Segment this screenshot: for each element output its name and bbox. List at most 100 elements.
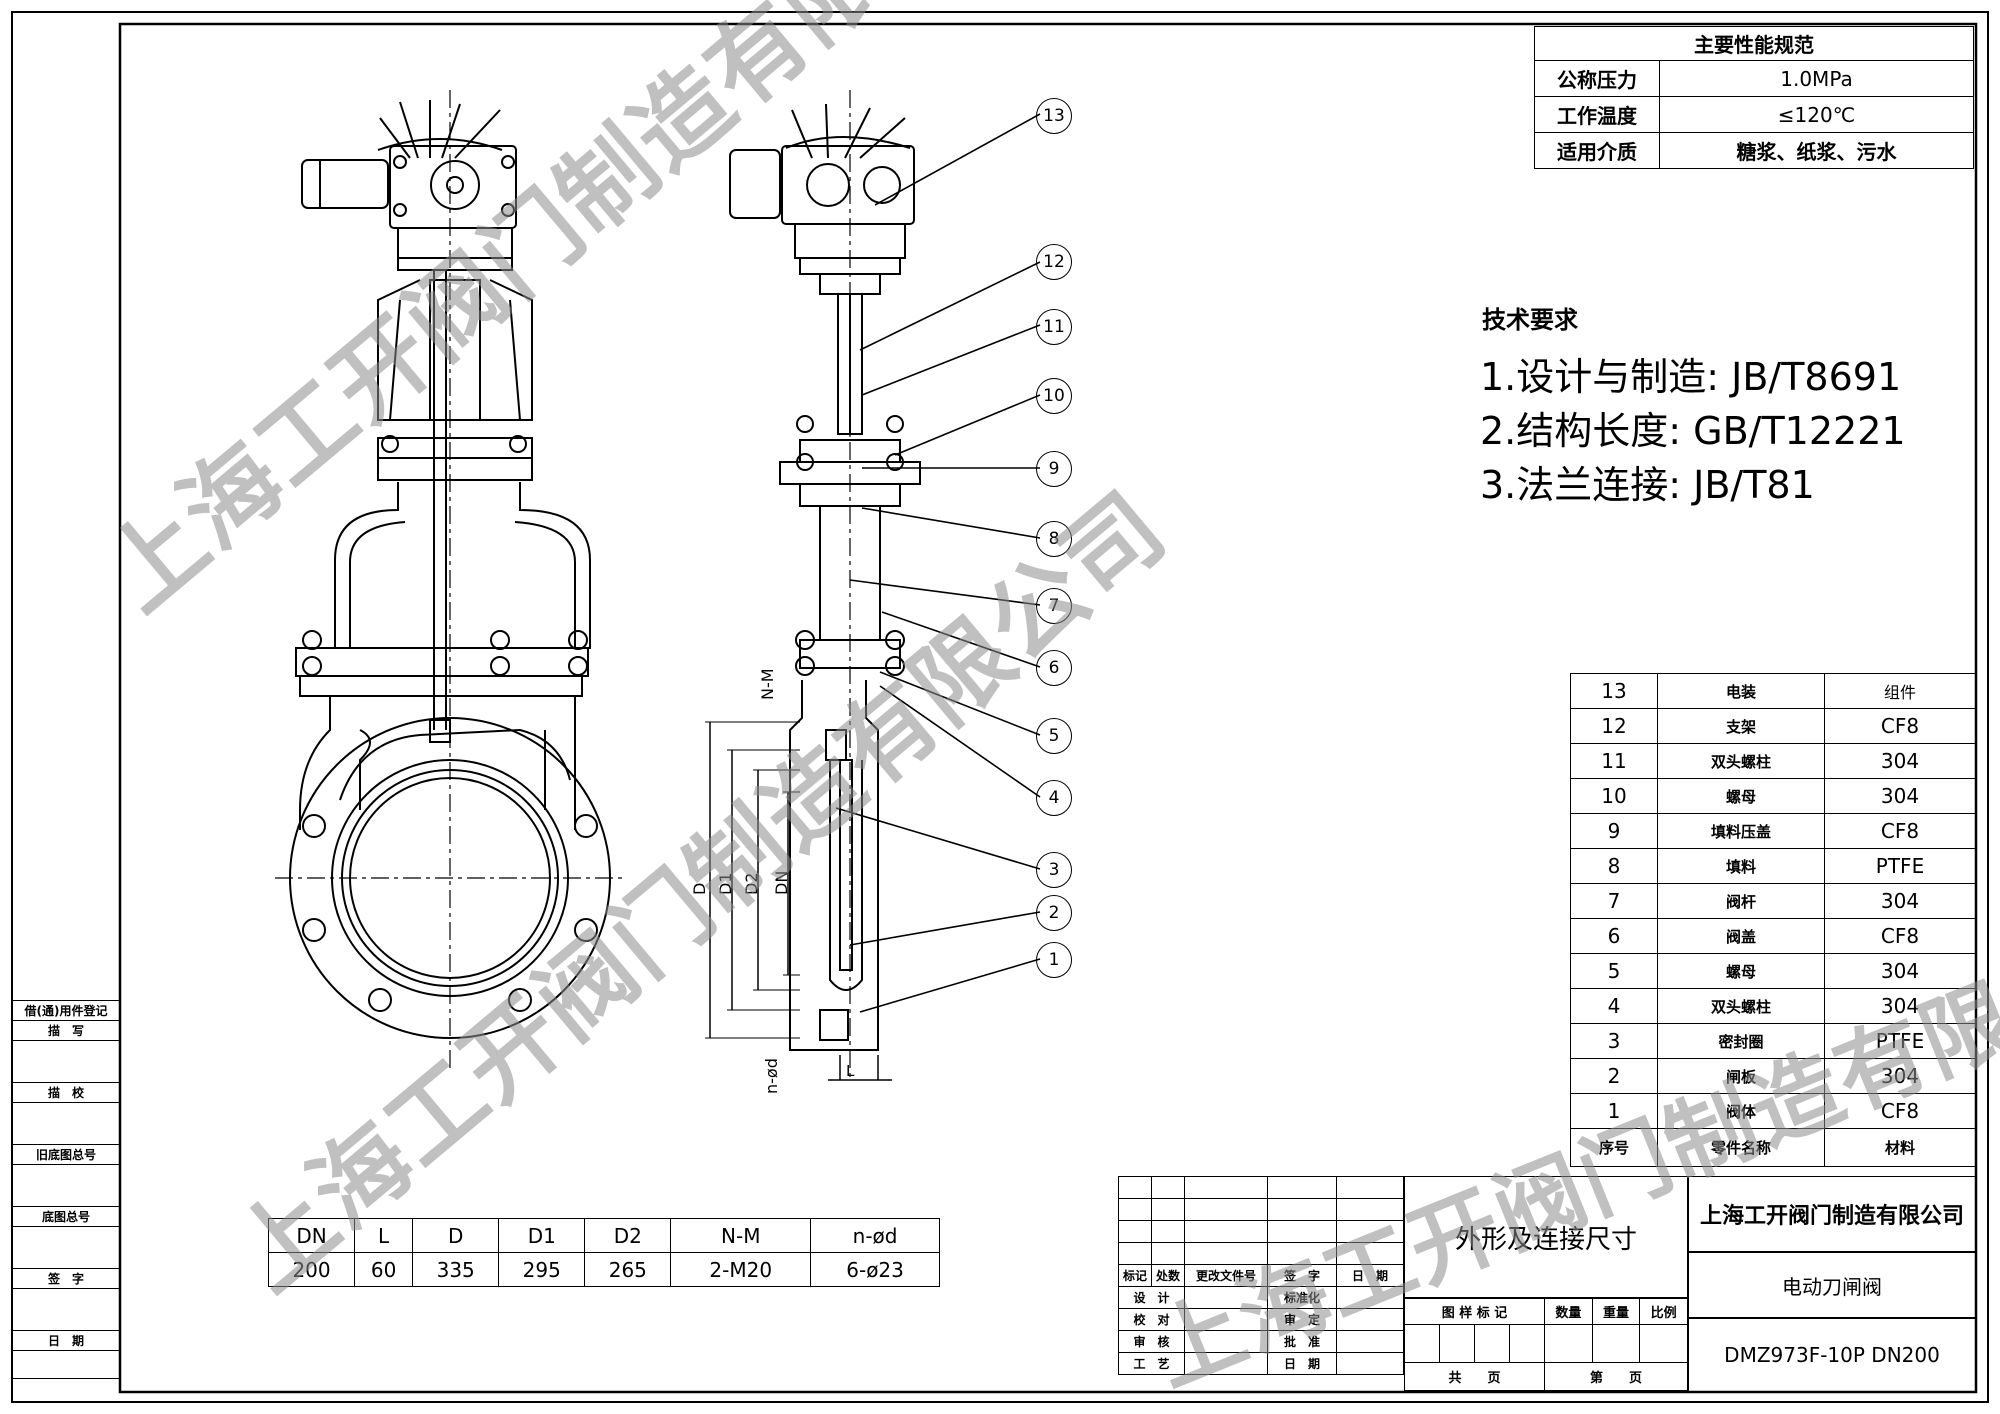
part-name: 阀体 — [1657, 1093, 1825, 1129]
front-view — [275, 90, 625, 1070]
part-no: 12 — [1570, 708, 1658, 744]
strip-label: 签 字 — [12, 1268, 120, 1289]
actuator-motor — [301, 159, 389, 209]
part-material: 304 — [1824, 883, 1976, 919]
drawing-title: 外形及连接尺寸 — [1454, 1224, 1637, 1255]
tech-requirements-title: 技术要求 — [1482, 306, 1578, 334]
part-name: 螺母 — [1657, 778, 1825, 814]
dim-value: 6-ø23 — [810, 1252, 940, 1287]
part-no: 11 — [1570, 743, 1658, 779]
sheet-label: 第 页 — [1544, 1362, 1688, 1391]
part-name: 双头螺柱 — [1657, 743, 1825, 779]
part-name: 阀盖 — [1657, 918, 1825, 954]
dim-value: 295 — [498, 1252, 586, 1287]
part-no: 6 — [1570, 918, 1658, 954]
callout-13: 13 — [1036, 98, 1072, 134]
callout-9: 9 — [1036, 451, 1072, 487]
dimensions-table: DN L D D1 D2 N-M n-ød 200 60 335 295 265… — [267, 1218, 940, 1287]
dim-header: D1 — [498, 1218, 586, 1253]
strip-label: 日 期 — [12, 1330, 120, 1351]
dim-value: 2-M20 — [670, 1252, 812, 1287]
stage-grid: 图 样 标 记 数量 重量 比例 共 页 第 页 — [1404, 1298, 1688, 1391]
part-name: 电装 — [1657, 673, 1825, 709]
part-name: 填料 — [1657, 848, 1825, 884]
part-name: 双头螺柱 — [1657, 988, 1825, 1024]
dim-header: N-M — [670, 1218, 812, 1253]
drawing-number-cell: DMZ973F-10P DN200 — [1688, 1318, 1976, 1392]
tech-requirement-item: 2.结构长度: GB/T12221 — [1480, 409, 1906, 453]
drawing-title-cell: 外形及连接尺寸 — [1404, 1176, 1688, 1298]
callout-10: 10 — [1036, 378, 1072, 414]
drawing-number: DMZ973F-10P DN200 — [1724, 1343, 1940, 1367]
callout-1: 1 — [1036, 942, 1072, 978]
performance-value: ≤120℃ — [1659, 96, 1974, 133]
company-name: 上海工开阀门制造有限公司 — [1699, 1204, 1964, 1229]
stage-label: 数量 — [1544, 1298, 1593, 1325]
part-material: CF8 — [1824, 708, 1976, 744]
tech-requirement-item: 3.法兰连接: JB/T81 — [1480, 463, 1815, 507]
valve-body — [299, 696, 576, 830]
part-no: 3 — [1570, 1023, 1658, 1059]
part-material: 304 — [1824, 778, 1976, 814]
tech-requirement-item: 1.设计与制造: JB/T8691 — [1480, 355, 1902, 399]
performance-label: 公称压力 — [1534, 60, 1660, 97]
part-material: PTFE — [1824, 848, 1976, 884]
dim-label-l: L — [846, 1062, 855, 1080]
parts-header-no: 序号 — [1570, 1128, 1658, 1167]
part-no: 8 — [1570, 848, 1658, 884]
stage-label: 重量 — [1591, 1298, 1641, 1325]
part-no: 4 — [1570, 988, 1658, 1024]
callout-12: 12 — [1036, 244, 1072, 280]
strip-label: 借(通)用件登记 — [12, 1000, 120, 1021]
outer-border — [11, 11, 1989, 1403]
inner-border — [118, 22, 1978, 1394]
strip-label: 底图总号 — [12, 1206, 120, 1227]
part-name: 闸板 — [1657, 1058, 1825, 1094]
dim-value: 60 — [354, 1252, 414, 1287]
parts-header-name: 零件名称 — [1657, 1128, 1825, 1167]
rev-label: 处数 — [1151, 1264, 1185, 1287]
part-material: 304 — [1824, 953, 1976, 989]
sign-label: 校 对 — [1118, 1308, 1185, 1331]
dim-label-nm: N-M — [758, 668, 777, 700]
dim-header: D2 — [584, 1218, 672, 1253]
callout-6: 6 — [1036, 650, 1072, 686]
callout-3: 3 — [1036, 852, 1072, 888]
part-material: CF8 — [1824, 918, 1976, 954]
part-material: 304 — [1824, 743, 1976, 779]
part-material: CF8 — [1824, 813, 1976, 849]
product-cell: 电动刀闸阀 — [1688, 1252, 1976, 1318]
callout-2: 2 — [1036, 895, 1072, 931]
strip-label: 旧底图总号 — [12, 1144, 120, 1165]
sheet-label: 共 页 — [1404, 1362, 1545, 1391]
part-no: 1 — [1570, 1093, 1658, 1129]
strip-label: 描 校 — [12, 1082, 120, 1103]
part-no: 13 — [1570, 673, 1658, 709]
strip-label: 描 写 — [12, 1020, 120, 1041]
dim-label-nd: n-ød — [762, 1058, 781, 1094]
performance-title: 主要性能规范 — [1534, 26, 1974, 61]
dim-value: 265 — [584, 1252, 672, 1287]
part-name: 填料压盖 — [1657, 813, 1825, 849]
left-strip: 借(通)用件登记 描 写 描 校 旧底图总号 底图总号 签 字 日 期 — [12, 1000, 120, 1379]
part-material: CF8 — [1824, 1093, 1976, 1129]
actuator-motor-side — [729, 149, 781, 219]
dim-value: 335 — [412, 1252, 500, 1287]
dim-header: D — [412, 1218, 500, 1253]
callout-8: 8 — [1036, 521, 1072, 557]
product-name: 电动刀闸阀 — [1782, 1274, 1882, 1299]
sign-label: 工 艺 — [1118, 1352, 1185, 1375]
part-name: 阀杆 — [1657, 883, 1825, 919]
dim-value: 200 — [267, 1252, 356, 1287]
part-material: PTFE — [1824, 1023, 1976, 1059]
part-no: 10 — [1570, 778, 1658, 814]
rev-label: 标记 — [1118, 1264, 1152, 1287]
part-no: 7 — [1570, 883, 1658, 919]
revision-grid: 标记 处数 更改文件号 签 字 日 期 设 计标准化 校 对审 定 审 核批 准… — [1118, 1176, 1404, 1375]
part-no: 9 — [1570, 813, 1658, 849]
callout-7: 7 — [1036, 588, 1072, 624]
performance-value: 1.0MPa — [1659, 60, 1974, 97]
part-name: 螺母 — [1657, 953, 1825, 989]
